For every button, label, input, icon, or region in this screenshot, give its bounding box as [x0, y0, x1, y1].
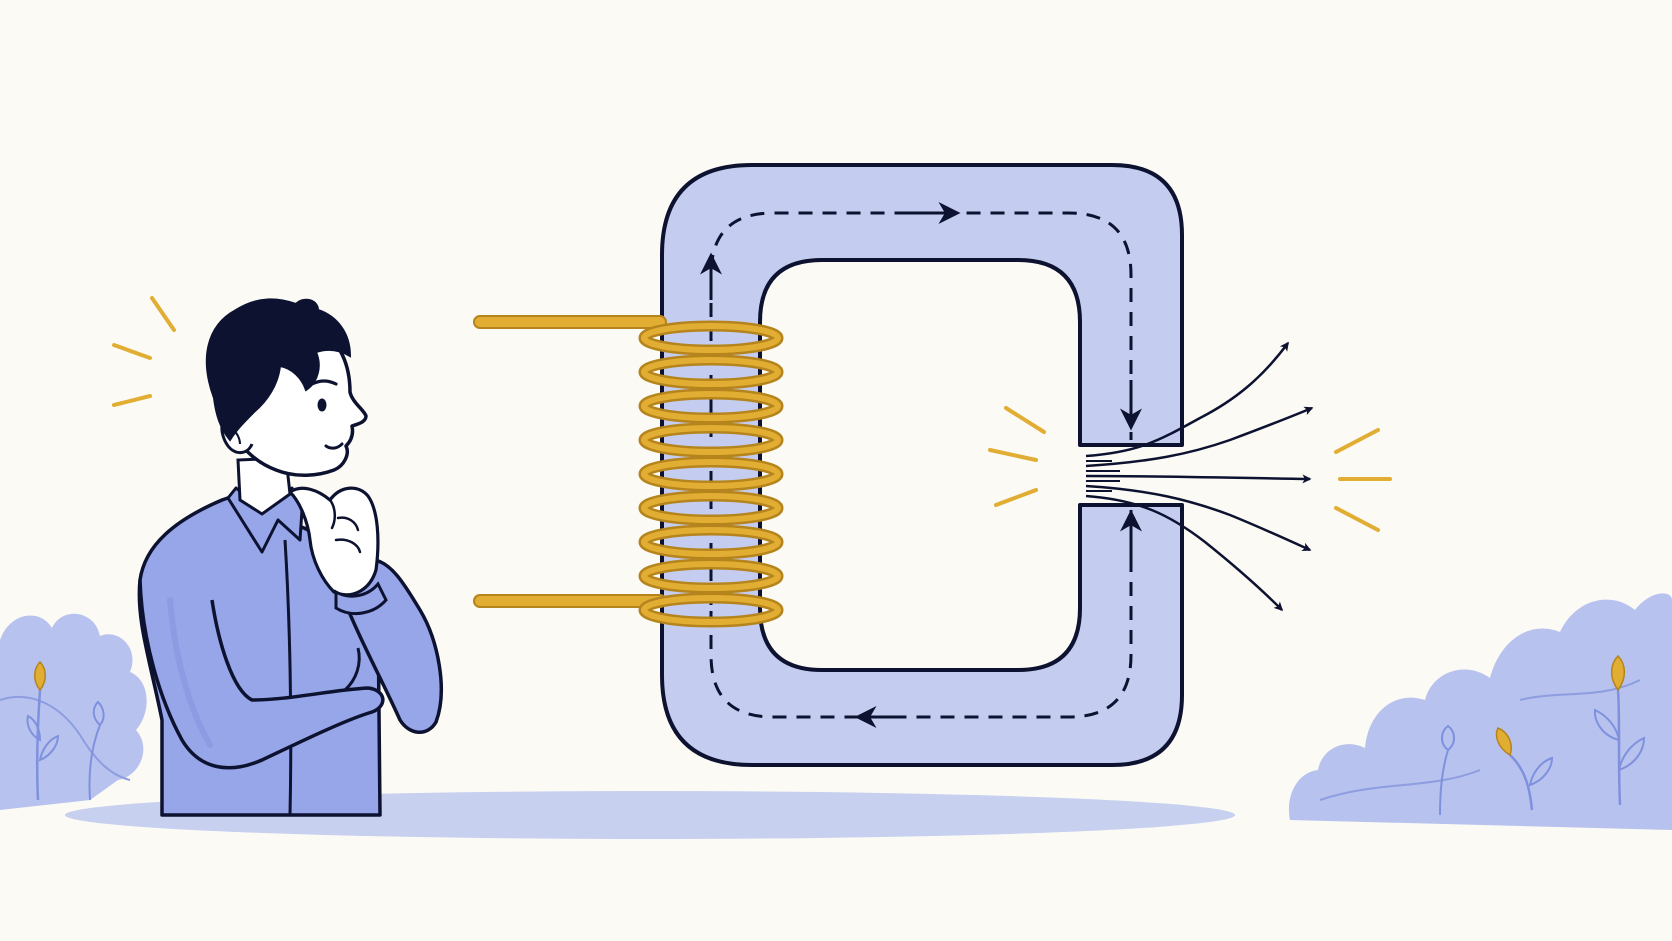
eyebrow: [310, 379, 338, 386]
magnetic-core: [660, 163, 1184, 767]
hair: [205, 298, 352, 442]
coil-turn-highlight: [641, 391, 781, 421]
observer-person: [137, 298, 443, 817]
coil-turn-highlight: [641, 459, 781, 489]
lead-bottom: [473, 594, 667, 608]
coil-leads: [473, 315, 667, 608]
eye: [317, 398, 327, 412]
coil: [638, 320, 784, 628]
lead-top: [473, 315, 667, 329]
bud-icon: [1593, 654, 1646, 806]
spark-lines-icon: [112, 296, 176, 407]
coil-turn-highlight: [641, 595, 781, 625]
bush-left: [0, 613, 147, 810]
bush-right: [1288, 593, 1672, 830]
coil-turn-highlight: [641, 425, 781, 455]
coil-turn-highlight: [641, 357, 781, 387]
coil-turn-highlight: [641, 561, 781, 591]
bud-icon: [26, 660, 60, 801]
bud-icon: [1495, 727, 1554, 811]
coil-turn-highlight: [641, 493, 781, 523]
spark-lines-icon: [1334, 428, 1392, 532]
coil-turn-highlight: [641, 323, 781, 353]
spark-lines-icon: [988, 406, 1046, 507]
coil-turn-highlight: [641, 527, 781, 557]
mouth: [324, 442, 344, 450]
flux-path: [700, 202, 1142, 728]
fringing-field: [1085, 341, 1314, 612]
